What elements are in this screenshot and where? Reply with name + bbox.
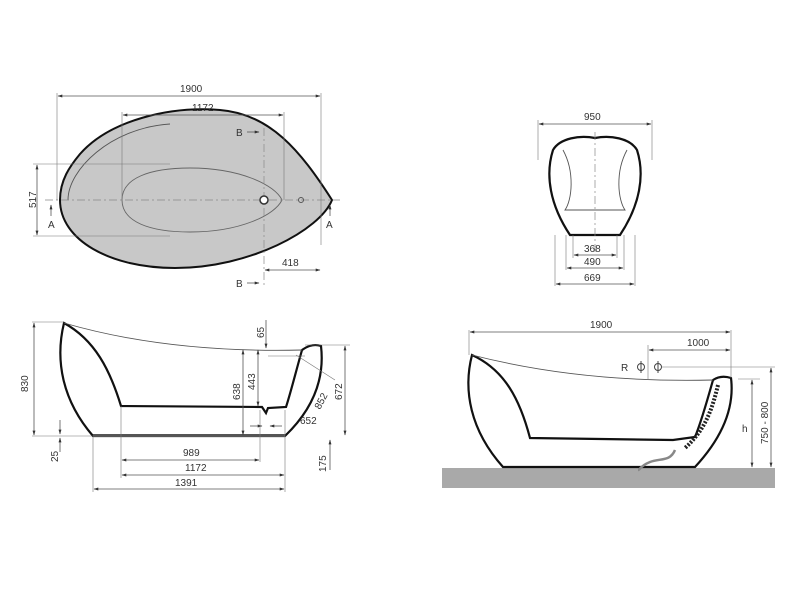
tap-label: R	[621, 363, 628, 374]
dim-height: 830	[20, 375, 31, 392]
dim-drain-175: 175	[318, 455, 329, 472]
dim-base-25: 25	[50, 450, 61, 462]
dim-tap-offset: 1000	[687, 338, 710, 349]
section-a-right: A	[326, 220, 333, 231]
h-label: h	[742, 424, 748, 435]
install-view: 1900 1000 R h 750 - 800	[442, 320, 775, 488]
dim-end-width: 950	[584, 112, 601, 123]
tub-install-outline	[467, 353, 733, 469]
dim-base-inner: 368	[584, 244, 601, 255]
top-view: 1900 1172 517 418 A A B B	[28, 84, 340, 290]
tap-connector-icon	[637, 361, 662, 373]
dim-drain-652: 652	[300, 416, 317, 427]
dim-install-length: 1900	[590, 320, 613, 331]
dim-base-outer: 669	[584, 273, 601, 284]
tub-section-outline	[59, 321, 323, 438]
overflow-icon	[298, 197, 304, 203]
trap-icon	[637, 449, 677, 472]
dim-height-672: 672	[334, 383, 345, 400]
section-b-top: B	[236, 128, 243, 139]
section-view: 830 65 638 443 852 672 652 25 989 1172 1…	[20, 320, 350, 492]
dim-rim-drop: 65	[256, 326, 267, 338]
dim-depth-638: 638	[232, 383, 243, 400]
section-b-bottom: B	[236, 279, 243, 290]
dim-drain-offset: 418	[282, 258, 299, 269]
dim-length-1172: 1172	[185, 463, 207, 474]
dim-width: 517	[28, 191, 39, 208]
section-a-left: A	[48, 220, 55, 231]
end-view: 950 368 490 669	[537, 112, 653, 286]
floor	[442, 468, 775, 488]
dim-length: 1900	[180, 84, 203, 95]
dim-base-mid: 490	[584, 257, 601, 268]
dim-depth-443: 443	[247, 373, 258, 390]
floor-base	[93, 434, 285, 437]
dim-tap-height: 750 - 800	[760, 401, 771, 444]
waste-pipe	[683, 384, 720, 450]
dim-length-989: 989	[183, 448, 200, 459]
dim-length-1391: 1391	[175, 478, 198, 489]
tub-outline-top	[58, 108, 334, 270]
dim-inner-length: 1172	[192, 103, 214, 114]
drain-icon	[259, 195, 269, 205]
